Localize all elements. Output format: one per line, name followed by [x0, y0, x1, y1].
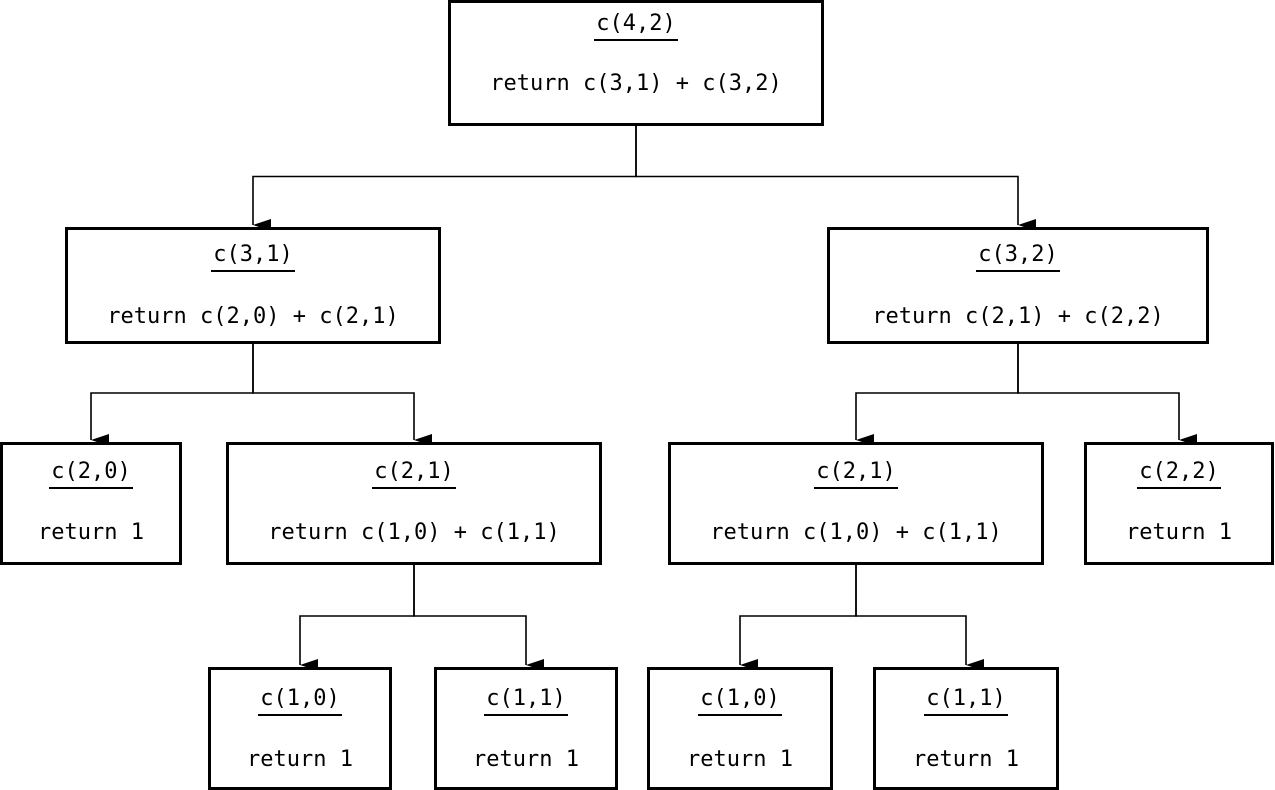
node-call-label: c(2,2)	[1137, 459, 1221, 489]
node-c-2-2: c(2,2) return 1	[1084, 442, 1274, 565]
node-return-expression: return c(1,0) + c(1,1)	[710, 520, 1002, 545]
node-c-2-1-right: c(2,1) return c(1,0) + c(1,1)	[668, 442, 1044, 565]
connector-arrow	[299, 565, 415, 671]
node-call-label: c(3,2)	[976, 242, 1060, 272]
node-call-label: c(3,1)	[211, 242, 295, 272]
connector-arrow	[855, 565, 984, 671]
connector-arrow	[1017, 344, 1197, 446]
node-return-expression: return c(3,1) + c(3,2)	[490, 71, 782, 96]
node-c-4-2: c(4,2) return c(3,1) + c(3,2)	[448, 0, 824, 126]
connector-arrow	[413, 565, 544, 671]
connector-arrow	[855, 344, 1019, 446]
node-c-1-0-left: c(1,0) return 1	[208, 667, 392, 790]
node-call-label: c(2,1)	[372, 459, 456, 489]
node-call-label: c(2,1)	[814, 459, 898, 489]
connector-arrow	[739, 565, 857, 671]
node-c-1-1-left: c(1,1) return 1	[434, 667, 618, 790]
node-c-1-1-right: c(1,1) return 1	[873, 667, 1059, 790]
connector-arrow	[90, 344, 254, 446]
node-c-2-1-left: c(2,1) return c(1,0) + c(1,1)	[226, 442, 602, 565]
node-c-1-0-right: c(1,0) return 1	[647, 667, 833, 790]
node-call-label: c(1,1)	[484, 686, 568, 716]
connector-arrow	[252, 344, 432, 446]
node-return-expression: return c(2,1) + c(2,2)	[872, 304, 1164, 329]
node-c-3-1: c(3,1) return c(2,0) + c(2,1)	[65, 227, 441, 344]
node-call-label: c(1,0)	[698, 686, 782, 716]
connector-arrow	[252, 126, 637, 231]
node-return-expression: return 1	[473, 747, 579, 772]
node-call-label: c(1,1)	[924, 686, 1008, 716]
connector-arrow	[635, 126, 1036, 231]
node-return-expression: return 1	[913, 747, 1019, 772]
node-return-expression: return 1	[687, 747, 793, 772]
node-return-expression: return 1	[38, 520, 144, 545]
node-c-2-0: c(2,0) return 1	[0, 442, 182, 565]
node-call-label: c(4,2)	[594, 11, 678, 41]
node-return-expression: return c(2,0) + c(2,1)	[107, 304, 399, 329]
node-return-expression: return 1	[1126, 520, 1232, 545]
node-call-label: c(1,0)	[258, 686, 342, 716]
node-return-expression: return c(1,0) + c(1,1)	[268, 520, 560, 545]
node-c-3-2: c(3,2) return c(2,1) + c(2,2)	[827, 227, 1209, 344]
node-return-expression: return 1	[247, 747, 353, 772]
node-call-label: c(2,0)	[49, 459, 133, 489]
